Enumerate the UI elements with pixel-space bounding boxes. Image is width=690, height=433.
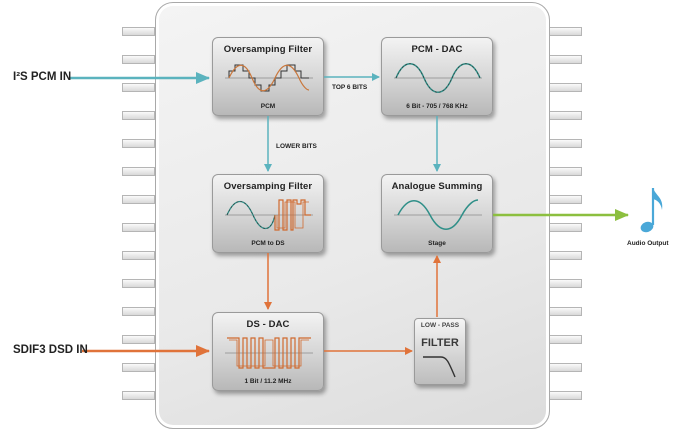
chip-pin — [122, 55, 155, 64]
block-subtitle: 1 Bit / 11.2 MHz — [244, 378, 292, 385]
staircase-wave-icon — [225, 64, 313, 92]
block-subtitle: Stage — [428, 240, 446, 247]
block-title: PCM - DAC — [411, 44, 463, 55]
chip-pin — [122, 111, 155, 120]
chip-pin — [122, 251, 155, 260]
filter-title: FILTER — [421, 337, 459, 349]
ds-dac-block: DS - DAC 1 Bit / 11.2 MHz — [212, 312, 324, 391]
chip-pin — [122, 279, 155, 288]
chip-pin — [122, 391, 155, 400]
oversampling-filter-ds-block: Oversamping Filter PCM to DS — [212, 174, 324, 253]
block-subtitle: 6 Bit - 705 / 768 KHz — [406, 103, 468, 110]
block-title: Oversamping Filter — [223, 44, 313, 55]
chip-pin — [122, 307, 155, 316]
sine-to-pulse-icon — [225, 199, 313, 231]
sdif-input-label: SDIF3 DSD IN — [13, 344, 88, 356]
chip-pin — [122, 167, 155, 176]
i2s-input-label: I²S PCM IN — [13, 71, 72, 83]
sine-wave-icon — [394, 199, 482, 230]
oversampling-filter-pcm-block: Oversamping Filter PCM — [212, 37, 324, 116]
chip-pin — [122, 139, 155, 148]
chip-pin — [122, 83, 155, 92]
chip-pin — [122, 27, 155, 36]
analogue-summing-block: Analogue Summing Stage — [381, 174, 493, 253]
filter-type-label: LOW - PASS — [420, 322, 460, 329]
pcm-dac-block: PCM - DAC 6 Bit - 705 / 768 KHz — [381, 37, 493, 116]
sine-wave-icon — [394, 63, 482, 93]
chip-pin — [122, 335, 155, 344]
audio-output-label: Audio Output — [627, 240, 669, 247]
low-pass-filter-block: LOW - PASS FILTER — [414, 318, 466, 385]
chip-pin — [122, 363, 155, 372]
block-subtitle: PCM to DS — [251, 240, 285, 247]
music-note-icon — [640, 188, 663, 233]
lowpass-curve-icon — [423, 356, 456, 378]
pulse-density-icon — [225, 337, 313, 369]
block-title: Analogue Summing — [391, 181, 483, 192]
block-subtitle: PCM — [260, 103, 276, 110]
chip-pin — [122, 223, 155, 232]
lower-bits-label: LOWER BITS — [276, 143, 317, 150]
chip-pin — [122, 195, 155, 204]
top-bits-label: TOP 6 BITS — [332, 84, 368, 91]
block-title: DS - DAC — [246, 319, 290, 330]
block-title: Oversamping Filter — [223, 181, 313, 192]
